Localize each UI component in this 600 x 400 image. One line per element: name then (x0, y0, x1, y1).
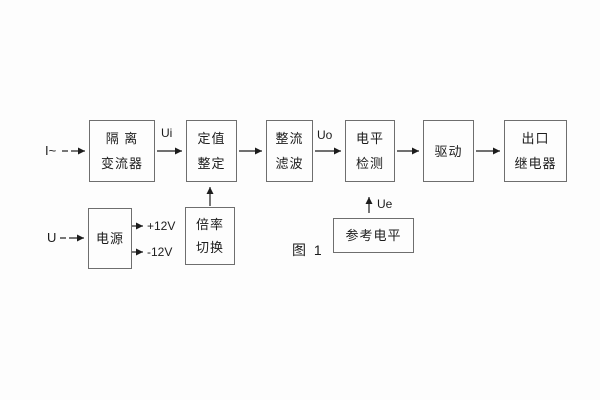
block-label: 检测 (355, 155, 384, 171)
block-output-relay: 出口 继电器 (504, 120, 567, 182)
block-label: 电源 (95, 231, 124, 246)
block-label: 倍率 (195, 217, 224, 232)
block-label: 滤波 (275, 155, 304, 171)
signal-ui-label: Ui (161, 126, 173, 140)
block-power-supply: 电源 (88, 208, 132, 269)
figure-caption: 图 1 (292, 242, 324, 258)
block-label: 出口 (521, 131, 550, 147)
block-label: 驱动 (434, 143, 463, 159)
block-label: 隔 离 (105, 131, 139, 147)
negative-rail-label: -12V (147, 245, 173, 259)
block-label: 整定 (197, 155, 226, 171)
block-label: 切换 (195, 240, 224, 255)
block-label: 变流器 (100, 155, 143, 171)
block-drive: 驱动 (423, 120, 474, 182)
block-isolation-transformer: 隔 离 变流器 (89, 120, 155, 182)
block-label: 定值 (197, 131, 226, 147)
block-label: 继电器 (514, 155, 557, 171)
positive-rail-label: +12V (147, 219, 176, 233)
block-level-detect: 电平 检测 (345, 120, 395, 182)
input-voltage-label: U (47, 230, 57, 245)
signal-uo-label: Uo (317, 128, 333, 142)
input-current-label: I~ (45, 143, 57, 158)
block-ratio-switch: 倍率 切换 (185, 207, 235, 265)
block-reference-level: 参考电平 (333, 218, 414, 253)
block-rectifier-filter: 整流 滤波 (266, 120, 313, 182)
block-label: 参考电平 (345, 228, 402, 243)
signal-ue-label: Ue (377, 197, 393, 211)
block-setpoint-adjust: 定值 整定 (186, 120, 237, 182)
block-label: 整流 (275, 131, 304, 147)
block-label: 电平 (355, 131, 384, 147)
